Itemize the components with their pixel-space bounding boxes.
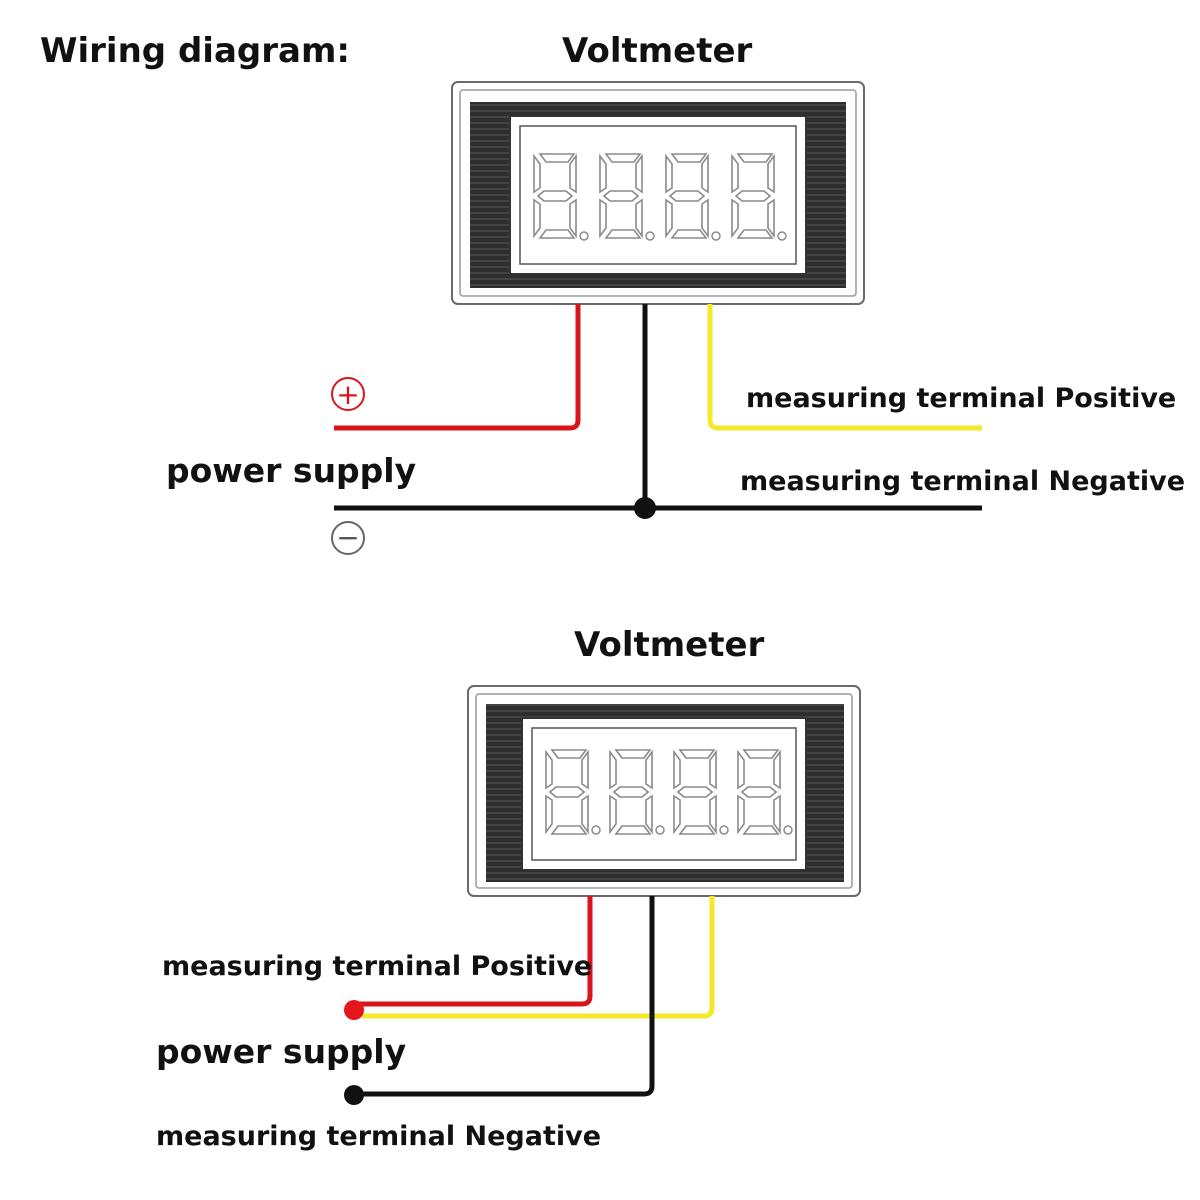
- top-voltmeter-device: [451, 81, 865, 305]
- top-negative-symbol-glyph: −: [336, 521, 359, 554]
- top-junction-dot: [634, 497, 656, 519]
- top-yellow-wire: [707, 304, 982, 431]
- bottom-negative-terminal-dot: [344, 1085, 364, 1105]
- top-decimal-point-4: [777, 231, 787, 241]
- bottom-decimal-point-3: [719, 825, 729, 835]
- top-decimal-point-2: [645, 231, 655, 241]
- top-positive-symbol: +: [331, 377, 365, 411]
- top-seven-segment-display: [533, 153, 787, 241]
- top-power-supply-label: power supply: [166, 451, 416, 490]
- top-red-wire: [334, 304, 581, 431]
- bottom-decimal-point-1: [591, 825, 601, 835]
- bottom-decimal-point-2: [655, 825, 665, 835]
- bottom-black-wire: [356, 896, 655, 1097]
- page-title: Wiring diagram:: [40, 31, 350, 71]
- bottom-seven-segment-display: [545, 749, 793, 835]
- top-voltmeter-label: Voltmeter: [562, 31, 753, 71]
- bottom-voltmeter-device: [467, 685, 861, 897]
- top-decimal-point-1: [579, 231, 589, 241]
- top-negative-symbol: −: [331, 521, 365, 555]
- bottom-positive-terminal-label: measuring terminal Positive: [162, 951, 592, 982]
- top-negative-terminal-label: measuring terminal Negative: [740, 466, 1185, 497]
- bottom-bezel-inner: [475, 693, 853, 889]
- bottom-power-supply-label: power supply: [156, 1032, 406, 1071]
- top-decimal-point-3: [711, 231, 721, 241]
- bottom-voltmeter-label: Voltmeter: [574, 625, 765, 665]
- bottom-positive-terminal-dot: [344, 1000, 364, 1020]
- top-diagram: Voltmeter +: [166, 31, 1185, 555]
- bottom-red-wire: [356, 896, 593, 1007]
- top-positive-terminal-label: measuring terminal Positive: [746, 383, 1176, 414]
- top-bezel-inner: [459, 89, 857, 297]
- top-positive-symbol-glyph: +: [336, 378, 359, 411]
- bottom-decimal-point-4: [783, 825, 793, 835]
- bottom-yellow-wire: [362, 896, 715, 1019]
- bottom-negative-terminal-label: measuring terminal Negative: [156, 1121, 601, 1152]
- bottom-diagram: Voltmeter measuring terminal Po: [156, 625, 861, 1152]
